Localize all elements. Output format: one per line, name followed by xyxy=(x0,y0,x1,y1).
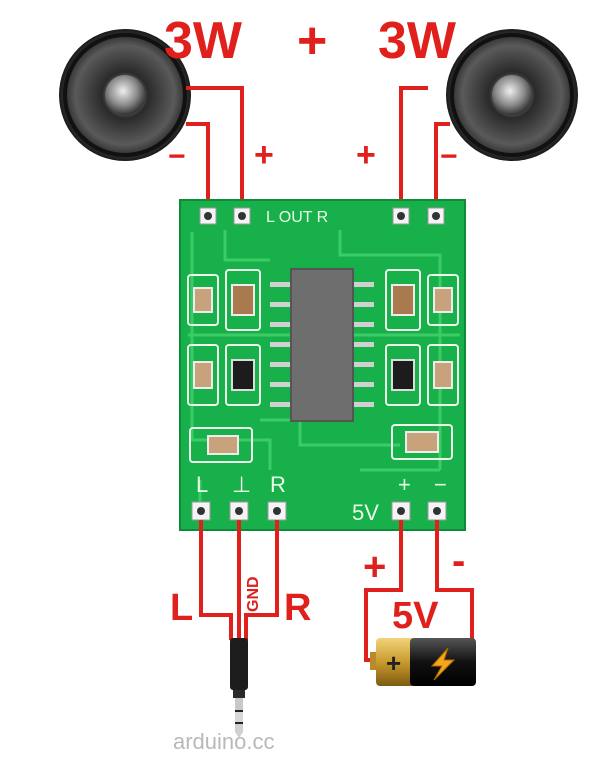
speaker-left-icon xyxy=(59,29,191,161)
jack-gnd-label: GND xyxy=(245,576,262,612)
board-input-label-r: R xyxy=(270,472,286,497)
power-plus-label: + xyxy=(297,12,327,70)
battery-plus-label: + xyxy=(363,545,386,589)
board-minus-label: − xyxy=(434,472,447,497)
board-input-label-l: L xyxy=(196,472,208,497)
watermark: arduino.cc xyxy=(173,729,275,754)
speaker-right-minus: − xyxy=(440,140,458,173)
speaker-wires xyxy=(186,86,450,215)
lightning-icon xyxy=(430,647,456,681)
speaker-right-icon xyxy=(446,29,578,161)
amplifier-ic-chip xyxy=(270,268,374,422)
amplifier-board: L OUT R L ⊥ R 5V + − xyxy=(179,199,466,531)
battery-icon: + xyxy=(370,638,476,686)
audio-jack-icon xyxy=(230,638,248,738)
speaker-left-plus: + xyxy=(254,136,274,174)
battery-minus-label: - xyxy=(452,539,465,583)
board-input-label-gnd: ⊥ xyxy=(232,472,251,497)
output-pads xyxy=(199,207,445,225)
jack-right-label: R xyxy=(284,587,311,629)
battery-plus-symbol: + xyxy=(386,648,401,678)
power-left-label: 3W xyxy=(164,12,243,70)
battery-voltage-label: 5V xyxy=(392,595,439,637)
board-out-label: L OUT R xyxy=(266,209,328,226)
battery-wires xyxy=(364,520,474,662)
input-pads xyxy=(191,501,447,521)
audio-wires xyxy=(199,520,279,640)
smd-components xyxy=(193,284,453,455)
speaker-left-minus: − xyxy=(168,140,186,173)
jack-left-label: L xyxy=(170,587,193,629)
speaker-right-plus: + xyxy=(356,136,376,174)
power-right-label: 3W xyxy=(378,12,457,70)
board-plus-label: + xyxy=(398,472,411,497)
board-power-label: 5V xyxy=(352,500,379,525)
